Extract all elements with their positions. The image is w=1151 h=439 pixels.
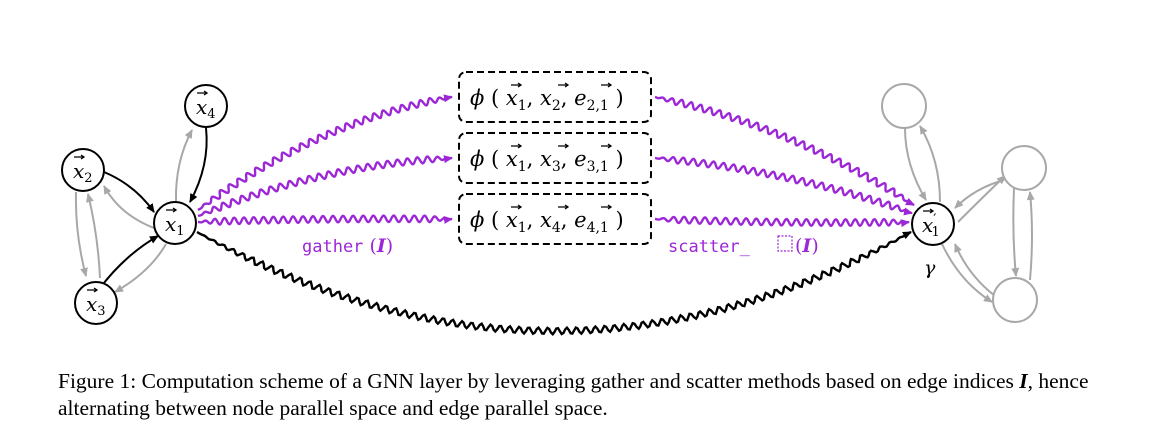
gather-wave-arrow-1 — [197, 94, 453, 211]
node-x1-prime — [911, 202, 955, 246]
node-x1-prime-vector-mark — [923, 208, 935, 214]
node-x3 — [74, 281, 118, 325]
edge-x1-to-x3 — [114, 243, 167, 293]
skip-connection-wave-arrow — [196, 230, 912, 336]
phi-box-2-text: ϕ ( x1, x3, e3,1 ) — [470, 147, 624, 175]
vector-arrow-marks — [511, 82, 613, 210]
gather-wave-arrow-2 — [197, 155, 453, 218]
gather-wave-arrow-3 — [197, 214, 453, 226]
edge-x4-to-x1 — [189, 127, 208, 203]
edge-x1-to-x2 — [103, 185, 155, 229]
node-x2-label: x2 — [73, 159, 93, 186]
node-x4-label: x4 — [196, 95, 216, 122]
edge-r-center-to-lower — [941, 243, 993, 303]
gather-label: gather (I) — [302, 235, 393, 257]
node-x3-label: x3 — [86, 292, 106, 319]
node-x4 — [184, 84, 228, 128]
node-x1-prime-label: x′1 — [922, 212, 940, 240]
scatter-wave-arrow-2 — [654, 156, 913, 216]
figure-caption: Figure 1: Computation scheme of a GNN la… — [58, 368, 1098, 422]
edge-r-center-to-top — [919, 125, 941, 203]
scatter-wave-arrow-1 — [654, 95, 915, 207]
node-x2 — [61, 148, 105, 192]
edge-r-center-to-upper — [957, 175, 1006, 223]
edge-x2-to-x3 — [74, 191, 88, 277]
node-r-top — [881, 83, 927, 129]
edge-r-upper-to-lower — [1011, 187, 1020, 277]
edge-x3-to-x2 — [86, 193, 101, 279]
node-vector-marks — [74, 90, 209, 293]
caption-suffix: , hence alternating between node paralle… — [58, 369, 1089, 420]
scatter-index-label: (I) — [795, 235, 819, 257]
edge-x3-to-x1 — [99, 235, 159, 289]
scatter-label: scatter_ — [668, 237, 751, 257]
edge-r-lower-to-upper — [1026, 191, 1035, 281]
node-x1 — [153, 201, 197, 245]
scatter-wave-arrow-3 — [654, 215, 910, 228]
node-r-upper-right — [1001, 145, 1047, 191]
phi-box-1-text: ϕ ( x1, x2, e2,1 ) — [470, 86, 624, 114]
edge-r-lower-to-center — [954, 243, 996, 297]
caption-prefix: Figure 1: Computation scheme of a GNN la… — [58, 369, 1020, 393]
caption-index: I — [1019, 369, 1028, 393]
edge-r-top-to-center — [904, 127, 927, 201]
phi-box-3-text: ϕ ( x1, x4, e4,1 ) — [470, 208, 624, 236]
node-r-lower-right — [992, 277, 1038, 323]
edge-x1-to-x4 — [174, 129, 193, 203]
node-x1-label: x1 — [165, 212, 185, 239]
edge-x2-to-x1 — [103, 171, 155, 213]
gamma-label: γ — [924, 257, 936, 279]
scatter-reduce-placeholder-box — [777, 235, 793, 252]
